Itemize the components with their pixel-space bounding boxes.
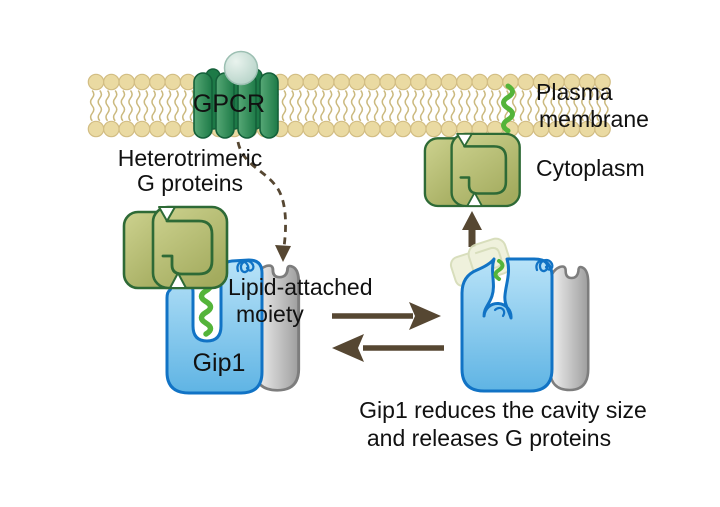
- lipid-moiety-label-line1: Lipid-attached: [228, 274, 373, 300]
- lipid-moiety-label-line2: moiety: [236, 301, 304, 327]
- caption-line1: Gip1 reduces the cavity size: [359, 397, 647, 423]
- g-protein-membrane-bound: [423, 132, 521, 208]
- gip1-body-closed-cavity: [460, 257, 554, 393]
- membrane-lipid-anchor-zigzag: [501, 83, 515, 134]
- gpcr-receptor: GPCR: [193, 50, 279, 139]
- gip1-label: Gip1: [193, 349, 246, 377]
- heterotrimeric-label-line1: Heterotrimeric: [118, 145, 262, 171]
- scaffold-pillar-right: [548, 265, 590, 392]
- gpcr-helices: [193, 68, 279, 139]
- cytoplasm-label: Cytoplasm: [536, 155, 645, 181]
- cavity-curl-detail: [493, 306, 506, 318]
- plasma-membrane-label-line1: Plasma: [536, 79, 613, 105]
- g-protein-cytosolic: [122, 205, 229, 290]
- caption-line2: and releases G proteins: [367, 425, 611, 451]
- released-lipid-zigzag: [493, 259, 505, 281]
- recruitment-dashed-arrow: [236, 141, 291, 262]
- ligand-ball-icon: [223, 50, 259, 86]
- plasma-membrane: [87, 73, 611, 138]
- gpcr-label: GPCR: [193, 90, 265, 118]
- cavity-lipid-anchor-zigzag: [198, 277, 214, 337]
- plasma-membrane-label-line2: membrane: [539, 106, 649, 132]
- heterotrimeric-label-line2: G proteins: [137, 170, 243, 196]
- forward-arrow: [332, 302, 441, 330]
- release-up-arrow: [462, 211, 482, 247]
- reverse-arrow: [332, 334, 444, 362]
